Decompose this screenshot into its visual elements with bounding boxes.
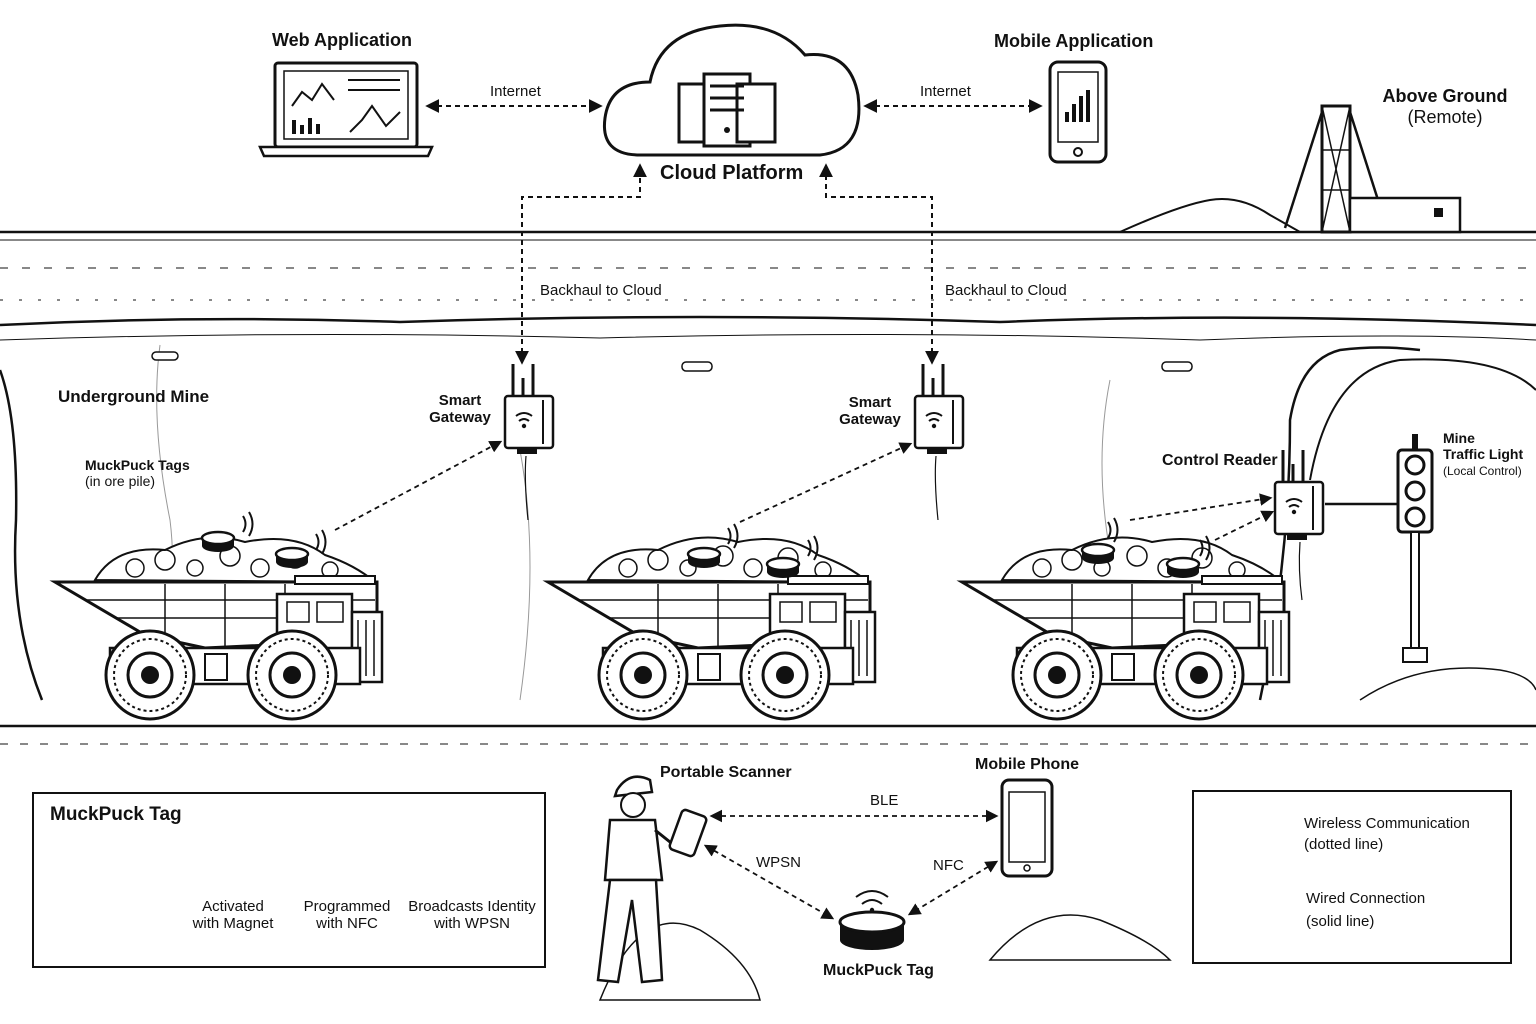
traffic-line1: Mine <box>1443 430 1475 446</box>
wireless-line1: Wireless Communication <box>1304 815 1470 832</box>
headframe-icon <box>1283 104 1462 234</box>
gateway-right-line2: Gateway <box>839 411 901 429</box>
backhaul-links <box>515 163 939 365</box>
above-ground-line1: Above Ground <box>1382 86 1508 106</box>
mobile-phone-label: Mobile Phone <box>975 756 1079 773</box>
web-application-label: Web Application <box>272 30 413 50</box>
internet-right-label: Internet <box>920 83 971 100</box>
wired-line2: (solid line) <box>1306 913 1375 931</box>
control-reader-label: Control Reader <box>1162 452 1278 469</box>
smart-gateway-left-icon <box>503 362 555 456</box>
smart-gateway-right-icon <box>913 362 965 456</box>
muckpuck-legend-box <box>32 792 546 968</box>
above-ground-line2: (Remote) <box>1407 106 1483 127</box>
laptop-icon <box>258 61 434 158</box>
backhaul-right-label: Backhaul to Cloud <box>945 282 1067 299</box>
nfc-line1: Programmed <box>303 898 391 915</box>
tags-line2: (in ore pile) <box>85 473 156 490</box>
internet-left-label: Internet <box>490 83 541 100</box>
legend-tag-title: MuckPuck Tag <box>50 804 182 825</box>
magnet-caption: Activated with Magnet <box>183 898 283 933</box>
above-ground-label: Above Ground (Remote) <box>1380 86 1510 127</box>
nfc-label: NFC <box>933 857 964 874</box>
magnet-line2: with Magnet <box>192 915 274 933</box>
wired-caption: Wired Connection (solid line) <box>1306 890 1425 931</box>
wpsn-line1: Broadcasts Identity <box>408 898 536 915</box>
wired-line1: Wired Connection <box>1306 890 1426 907</box>
muckpuck-tag-label: MuckPuck Tag <box>823 962 934 979</box>
gateway-right-label: Smart Gateway <box>830 394 910 429</box>
gateway-left-line1: Smart <box>438 392 482 409</box>
traffic-light-icon <box>1396 434 1434 663</box>
traffic-line2: Traffic Light <box>1443 446 1524 463</box>
tag-wireless-links <box>334 440 1275 541</box>
gateway-cables <box>524 455 1303 601</box>
tags-label: MuckPuck Tags (in ore pile) <box>85 457 190 489</box>
wpsn-label: WPSN <box>756 854 801 871</box>
wireless-caption: Wireless Communication (dotted line) <box>1304 815 1470 854</box>
server-icon <box>677 72 777 148</box>
magnet-line1: Activated <box>202 898 264 915</box>
underground-mine-label: Underground Mine <box>58 387 210 406</box>
haul-truck-1-icon <box>55 538 382 720</box>
control-reader-icon <box>1273 448 1325 542</box>
gateway-right-line1: Smart <box>848 394 892 411</box>
ble-label: BLE <box>870 792 899 809</box>
haul-truck-3-icon <box>962 538 1289 720</box>
mobile-application-label: Mobile Application <box>994 31 1154 51</box>
muckpuck-tag-icon <box>838 890 906 950</box>
gateway-left-label: Smart Gateway <box>420 392 500 427</box>
mobile-app-phone-icon <box>1048 60 1108 164</box>
mobile-phone-icon <box>1000 778 1054 878</box>
ground-surface <box>0 198 1536 301</box>
backhaul-left-label: Backhaul to Cloud <box>540 282 662 299</box>
line-legend-box <box>1192 790 1512 964</box>
traffic-light-label: Mine Traffic Light (Local Control) <box>1443 430 1523 479</box>
bottom-wireless-links <box>703 809 999 920</box>
wireless-line2: (dotted line) <box>1304 836 1384 854</box>
wpsn-caption: Broadcasts Identity with WPSN <box>402 898 542 933</box>
nfc-line2: with NFC <box>316 915 378 933</box>
portable-scanner-label: Portable Scanner <box>660 764 792 781</box>
gateway-left-line2: Gateway <box>429 409 491 427</box>
worker-icon <box>596 775 708 984</box>
cloud-platform-label: Cloud Platform <box>660 162 804 184</box>
tags-line1: MuckPuck Tags <box>85 457 190 473</box>
nfc-caption: Programmed with NFC <box>297 898 397 933</box>
wpsn-line2: with WPSN <box>434 915 510 933</box>
traffic-line3: (Local Control) <box>1443 464 1522 479</box>
